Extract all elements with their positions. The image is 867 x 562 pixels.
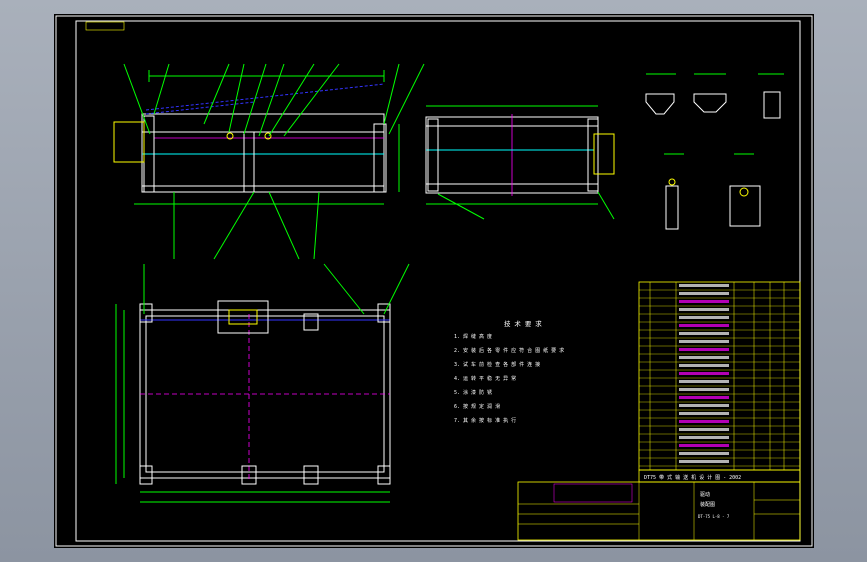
parts-row-text-mark: [679, 340, 729, 343]
parts-row-text-mark: [679, 356, 729, 359]
parts-row-text-mark: [679, 404, 729, 407]
title-left-label-1: 驱动: [700, 491, 710, 498]
parts-row-text-mark: [679, 300, 729, 303]
top-left-label-box: [85, 21, 125, 31]
note-line-7: 7. 其 余 按 标 准 执 行: [454, 417, 516, 424]
title-block-title: DT75 带 式 输 送 机 设 计 图 - 2002: [644, 474, 741, 481]
section-details: [645, 73, 784, 230]
parts-row-text-mark: [679, 308, 729, 311]
note-line-6: 6. 按 规 定 润 滑: [454, 403, 500, 410]
front-elevation-view: [113, 63, 425, 260]
note-line-5: 5. 涂 漆 防 锈: [454, 389, 492, 396]
parts-row-text-mark: [679, 364, 729, 367]
plan-view: [115, 263, 410, 503]
parts-list-table: [638, 281, 801, 471]
outer-frame: [55, 15, 813, 547]
parts-row-text-mark: [679, 452, 729, 455]
parts-row-text-mark: [679, 460, 729, 463]
parts-row-text-mark: [679, 324, 729, 327]
parts-row-text-mark: [679, 436, 729, 439]
parts-row-text-mark: [679, 372, 729, 375]
note-line-2: 2. 安 装 后 各 零 件 应 符 合 图 纸 要 求: [454, 347, 564, 354]
parts-row-text-mark: [679, 292, 729, 295]
drawing-viewport[interactable]: 技 术 要 求 1. 焊 缝 高 度 2. 安 装 后 各 零 件 应 符 合 …: [54, 14, 814, 548]
note-line-4: 4. 运 转 平 稳 无 异 常: [454, 375, 516, 382]
parts-row-text-mark: [679, 316, 729, 319]
note-line-3: 3. 试 车 前 检 查 各 部 件 连 接: [454, 361, 540, 368]
parts-row-text-mark: [679, 412, 729, 415]
side-elevation-view: [425, 105, 615, 220]
parts-row-text-mark: [679, 380, 729, 383]
parts-row-text-mark: [679, 388, 729, 391]
technical-notes: 技 术 要 求 1. 焊 缝 高 度 2. 安 装 后 各 零 件 应 符 合 …: [454, 319, 564, 424]
notes-heading: 技 术 要 求: [504, 319, 542, 328]
parts-row-text-mark: [679, 284, 729, 287]
note-line-1: 1. 焊 缝 高 度: [454, 333, 492, 340]
parts-row-text-mark: [679, 444, 729, 447]
cad-drawing-canvas[interactable]: 技 术 要 求 1. 焊 缝 高 度 2. 安 装 后 各 零 件 应 符 合 …: [54, 14, 814, 548]
title-block: DT75 带 式 输 送 机 设 计 图 - 2002 驱动 装配图 DT-75…: [517, 469, 801, 541]
parts-row-text-mark: [679, 428, 729, 431]
parts-row-text-mark: [679, 348, 729, 351]
title-drawing-code: DT-75 L-8 - 7: [698, 514, 730, 519]
title-left-label-2: 装配图: [700, 501, 715, 508]
drawing-border: [75, 20, 801, 542]
parts-row-text-mark: [679, 396, 729, 399]
parts-row-text-mark: [679, 332, 729, 335]
parts-row-text-mark: [679, 420, 729, 423]
